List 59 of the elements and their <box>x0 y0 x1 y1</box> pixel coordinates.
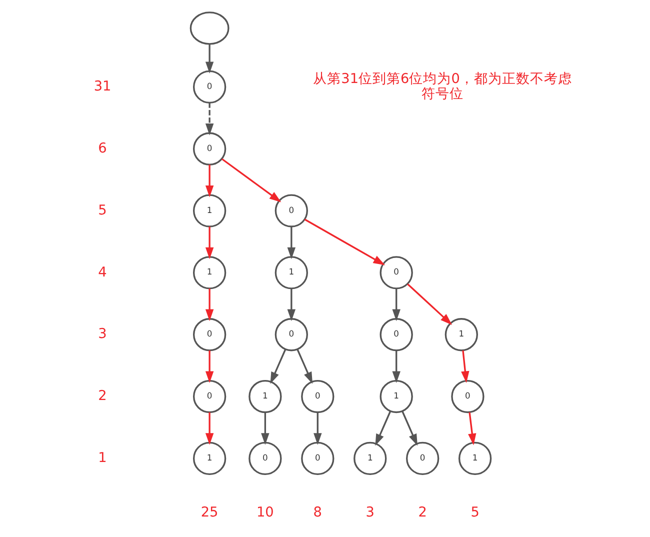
arrow <box>205 288 214 322</box>
node-circle: 1 <box>444 318 478 352</box>
node-label: 2 <box>418 504 427 521</box>
node-circle: 0 <box>192 132 226 166</box>
node-circle: 0 <box>380 318 413 352</box>
arrow <box>205 164 214 198</box>
node-circle: 0 <box>192 380 226 414</box>
node-circle: 1 <box>192 194 226 228</box>
node-label: 25 <box>200 504 218 521</box>
node-circle: 0 <box>274 318 308 352</box>
arrow <box>407 284 452 325</box>
label: 2 <box>98 388 107 404</box>
arrow <box>392 288 400 322</box>
node-circle <box>190 12 230 45</box>
node-circle: 0 <box>301 380 334 414</box>
node-circle: 0 <box>274 194 308 228</box>
label: 4 <box>98 264 107 280</box>
arrow <box>205 412 214 445</box>
arrow <box>205 350 214 383</box>
arrow <box>270 348 286 384</box>
label: 1 <box>98 450 107 466</box>
arrow <box>314 412 322 445</box>
node-circle: 1 <box>192 442 226 476</box>
node-circle: 1 <box>274 256 308 290</box>
label: 3 <box>98 326 107 342</box>
arrow <box>287 288 296 322</box>
node-label: 10 <box>256 504 274 521</box>
node-label: 3 <box>366 504 374 521</box>
label: 31 <box>94 78 112 95</box>
node-circle: 0 <box>248 442 282 476</box>
node-circle: 1 <box>354 442 387 476</box>
node-circle: 0 <box>380 256 413 290</box>
node-circle: 1 <box>248 380 282 414</box>
node-label: 5 <box>470 504 480 521</box>
node-label: 8 <box>313 504 322 521</box>
node-circle: 1 <box>458 442 492 476</box>
arrow <box>287 226 296 260</box>
node-circle: 0 <box>192 70 226 104</box>
node-circle: 0 <box>451 380 484 414</box>
arrow <box>402 410 418 446</box>
arrow <box>392 350 400 383</box>
node-circle: 0 <box>301 442 334 476</box>
arrow <box>461 350 470 383</box>
arrow <box>205 102 214 136</box>
node-circle: 1 <box>380 380 413 414</box>
arrow <box>296 348 313 384</box>
arrow <box>222 158 282 202</box>
node-circle: 0 <box>406 442 440 476</box>
arrow <box>261 412 270 445</box>
node-circle: 0 <box>192 318 226 352</box>
label: 5 <box>98 202 107 218</box>
arrow <box>375 410 392 446</box>
arrow <box>205 226 214 260</box>
arrow <box>304 218 386 266</box>
label: 6 <box>98 140 107 156</box>
label: 从第31位到第6位均为0，都为正数不考虑符号位 <box>313 71 572 102</box>
arrow <box>205 44 214 74</box>
node-circle: 1 <box>192 256 226 290</box>
arrow <box>468 412 476 446</box>
